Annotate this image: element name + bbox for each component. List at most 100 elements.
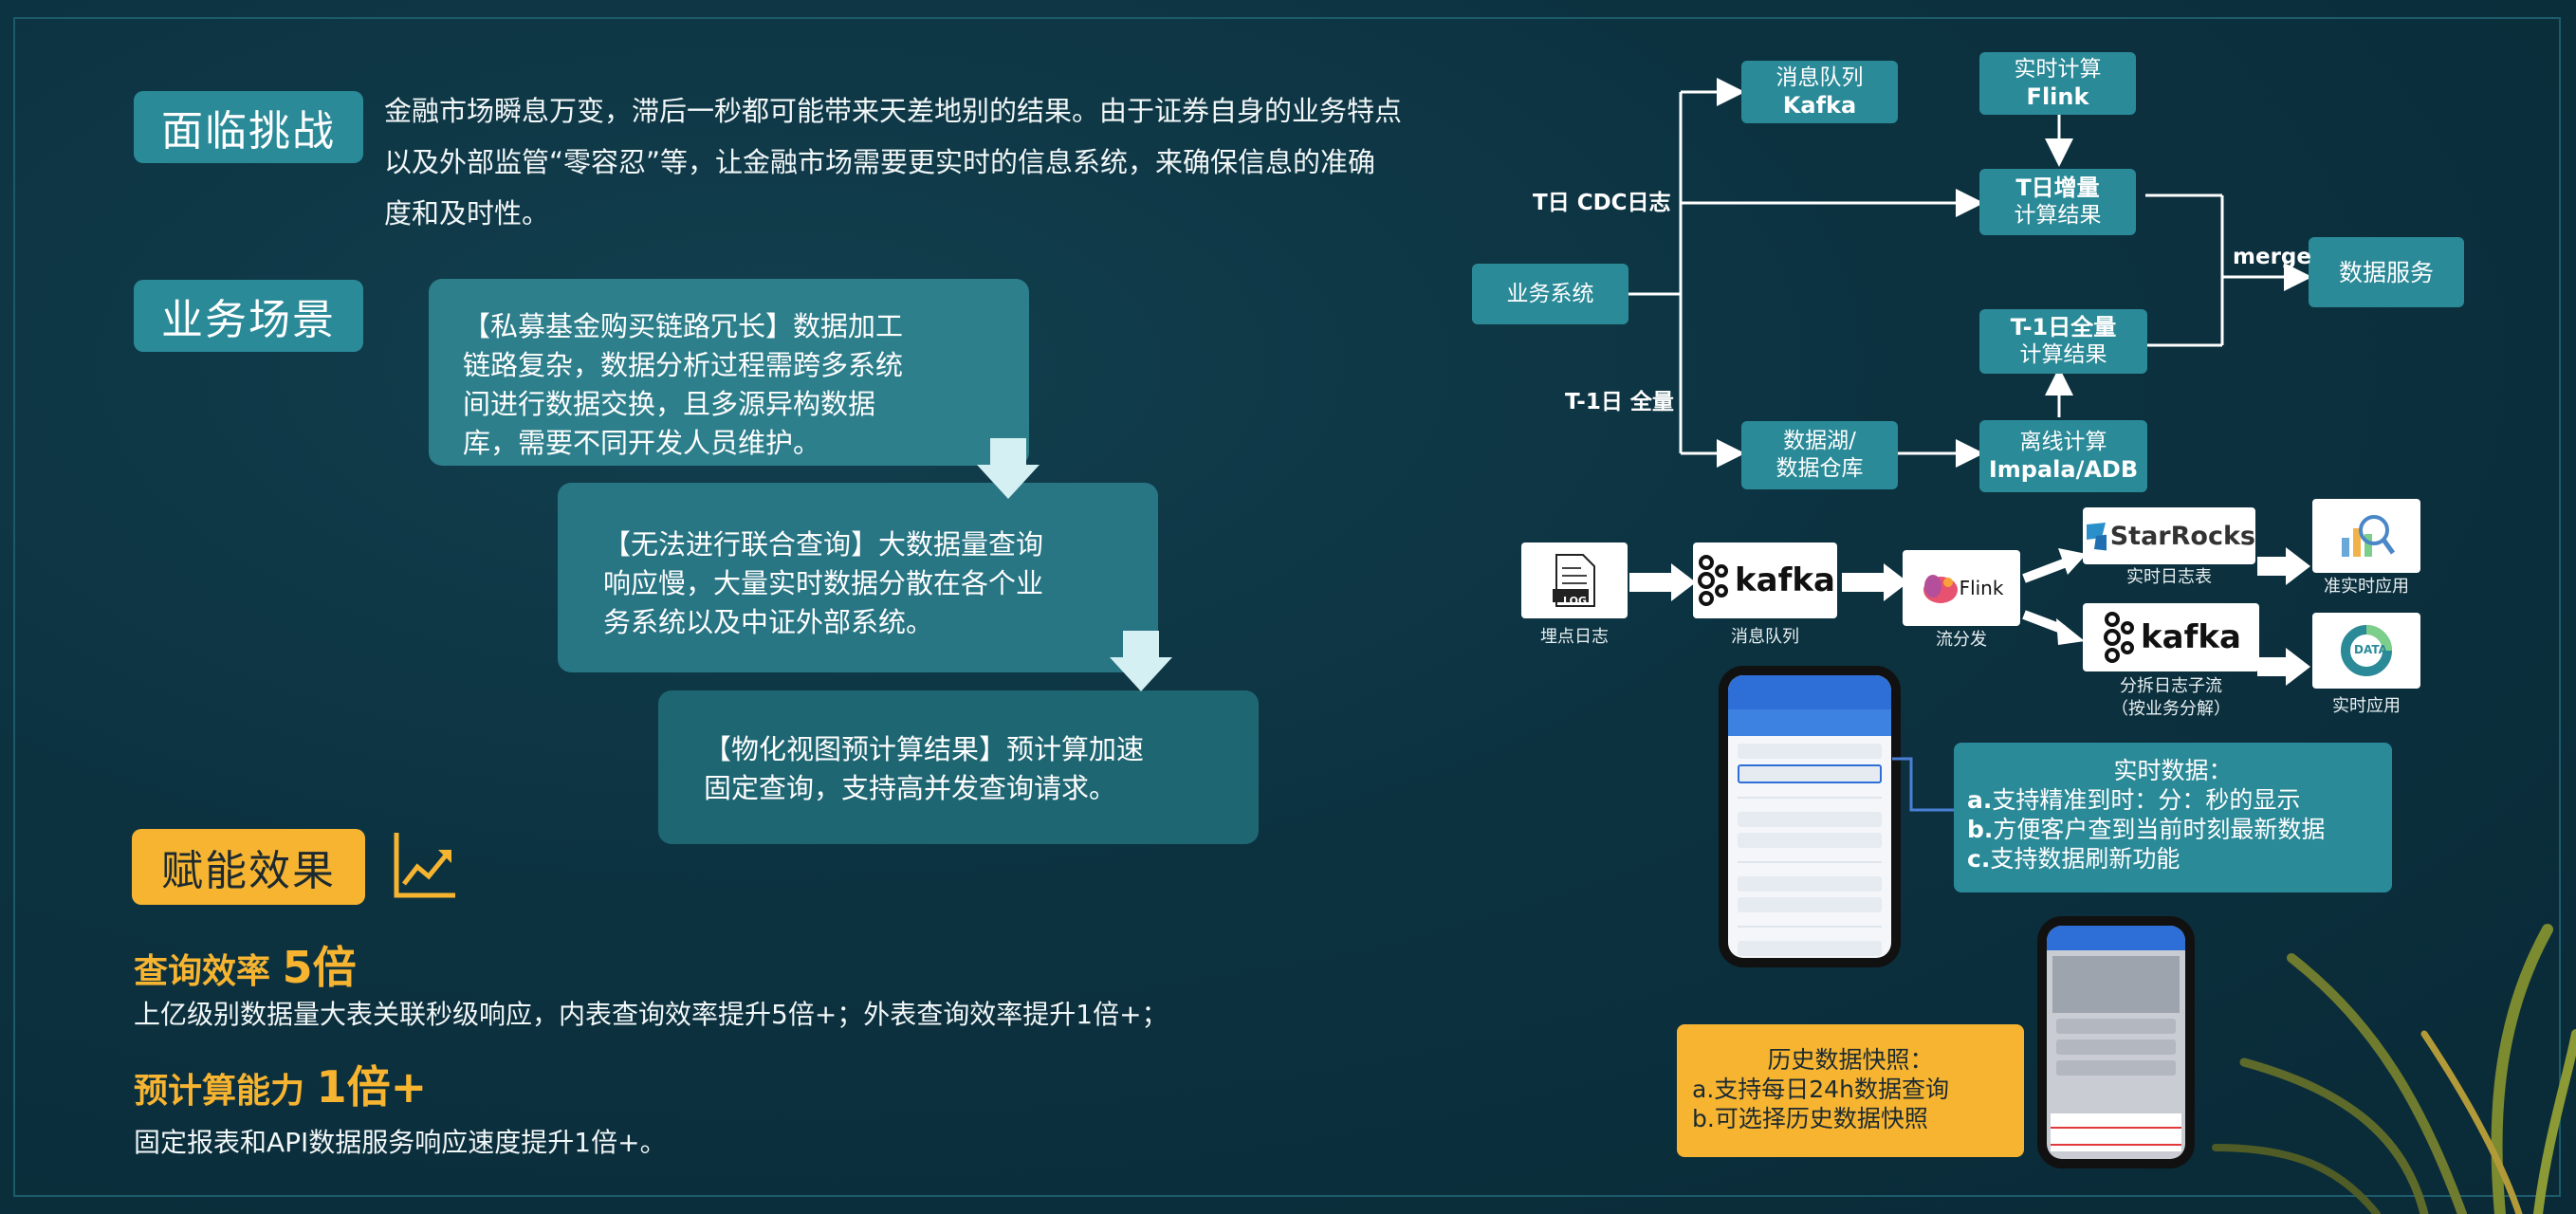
near-realtime-app-caption: 准实时应用: [2324, 577, 2409, 597]
card-line: 链路复杂，数据分析过程需跨多系统: [463, 349, 904, 381]
kafka-logo: kafka: [2083, 603, 2259, 671]
caption-line: （按业务分解）: [2111, 699, 2231, 719]
item-text: 支持每日24h数据查询: [1714, 1076, 1949, 1103]
flink-logo-text: Flink: [1959, 577, 2004, 599]
callout-title: 实时数据：: [2113, 757, 2233, 784]
challenge-text: 金融市场瞬息万变，滞后一秒都可能带来天差地别的结果。由于证券自身的业务特点 以及…: [384, 85, 1446, 239]
edge-label-full: T-1日 全量: [1565, 390, 1674, 414]
node-t1-full: T-1日全量计算结果: [1979, 309, 2147, 374]
edge-label-cdc: T日 CDC日志: [1533, 191, 1671, 215]
effect-tag: 赋能效果: [132, 829, 365, 905]
log-badge: LOG: [1563, 595, 1587, 607]
starrocks-logo-text: StarRocks: [2109, 521, 2255, 551]
flink-logo: Flink: [1903, 550, 2020, 626]
decorative-plant-illustration: [2212, 924, 2576, 1214]
card-line: 【无法进行联合查询】大数据量查询: [603, 528, 1044, 561]
challenge-line: 金融市场瞬息万变，滞后一秒都可能带来天差地别的结果。由于证券自身的业务特点: [384, 95, 1403, 127]
near-realtime-app-logo: [2312, 499, 2420, 573]
card-line: 务系统以及中证外部系统。: [603, 606, 934, 638]
realtime-data-callout: 实时数据： a.支持精准到时：分：秒的显示 b.方便客户查到当前时刻最新数据 c…: [1954, 743, 2392, 892]
starrocks-caption: 实时日志表: [2126, 567, 2212, 587]
node-label-bold: Impala/ADB: [1988, 456, 2139, 483]
kafka-icon: [2104, 612, 2135, 663]
phone-screen-header: [2047, 926, 2185, 950]
scenario-card-2: 【无法进行联合查询】大数据量查询 响应慢，大量实时数据分散在各个业 务系统以及中…: [558, 483, 1158, 672]
callout-item: a.支持每日24h数据查询: [1692, 1075, 2009, 1104]
starrocks-logo: StarRocks: [2083, 507, 2255, 564]
node-data-service: 数据服务: [2309, 237, 2464, 307]
metric-precompute-desc: 固定报表和API数据服务响应速度提升1倍+。: [134, 1127, 667, 1158]
item-text: 支持精准到时：分：秒的显示: [1992, 786, 2301, 814]
callout-item: b.方便客户查到当前时刻最新数据: [1967, 815, 2379, 844]
analytics-magnifier-icon: [2342, 515, 2395, 557]
trend-chart-icon: [394, 833, 455, 898]
metric-value: 5倍: [282, 942, 357, 993]
metric-query-desc: 上亿级别数据量大表关联秒级响应，内表查询效率提升5倍+；外表查询效率提升1倍+；: [134, 999, 1168, 1030]
callout-item: a.支持精准到时：分：秒的显示: [1967, 785, 2379, 815]
down-arrow-icon: [1110, 631, 1172, 691]
item-key: c.: [1967, 845, 1991, 873]
node-label: 数据仓库: [1776, 456, 1864, 481]
item-key: b.: [1967, 816, 1994, 843]
starrocks-icon: [2087, 523, 2107, 551]
item-text: 可选择历史数据快照: [1714, 1105, 1928, 1132]
node-label-bold: T日增量: [2015, 175, 2100, 201]
node-label: 业务系统: [1506, 281, 1594, 306]
node-data-lake: 数据湖/数据仓库: [1741, 421, 1898, 489]
kafka-logo-text: kafka: [2141, 618, 2241, 656]
kafka-split-caption: 分拆日志子流 （按业务分解）: [2083, 675, 2259, 721]
metric-label: 查询效率: [134, 952, 271, 991]
callout-title: 历史数据快照：: [1767, 1046, 1934, 1074]
down-arrow-icon: [977, 438, 1040, 499]
node-label: 消息队列: [1776, 65, 1864, 90]
item-key: a.: [1692, 1076, 1715, 1103]
phone-screen: [1728, 675, 1891, 958]
callout-item: c.支持数据刷新功能: [1967, 844, 2379, 874]
node-label: 实时计算: [2014, 57, 2102, 82]
kafka-icon: [1698, 555, 1729, 606]
scenario-tag: 业务场景: [134, 280, 363, 352]
node-business-system: 业务系统: [1472, 264, 1628, 324]
scenario-card-1: 【私募基金购买链路冗长】数据加工 链路复杂，数据分析过程需跨多系统 间进行数据交…: [429, 279, 1029, 466]
item-key: b.: [1692, 1105, 1715, 1132]
callout-item: b.可选择历史数据快照: [1692, 1104, 2009, 1133]
metric-query-efficiency: 查询效率 5倍: [134, 933, 357, 996]
phone-screen-header: [1728, 675, 1891, 709]
callout-connector: [1892, 757, 1955, 812]
metric-label: 预计算能力: [134, 1072, 305, 1111]
phone-mockup-history: [2037, 916, 2195, 1168]
caption-line: 分拆日志子流: [2120, 676, 2222, 696]
card-line: 【物化视图预计算结果】预计算加速: [704, 733, 1145, 765]
history-snapshot-callout: 历史数据快照： a.支持每日24h数据查询 b.可选择历史数据快照: [1677, 1024, 2024, 1157]
item-key: a.: [1967, 786, 1993, 814]
node-label: 数据服务: [2338, 258, 2434, 286]
node-t-incremental: T日增量计算结果: [1979, 169, 2136, 235]
metric-value: 1倍+: [316, 1061, 428, 1113]
item-text: 方便客户查到当前时刻最新数据: [1993, 816, 2326, 843]
node-label: 计算结果: [2014, 203, 2102, 228]
phone-mockup-realtime: [1719, 666, 1901, 967]
flink-caption: 流分发: [1936, 630, 1987, 650]
realtime-app-caption: 实时应用: [2332, 696, 2401, 716]
metric-precompute: 预计算能力 1倍+: [134, 1053, 427, 1115]
kafka-logo-text: kafka: [1735, 561, 1835, 599]
data-badge: DATA: [2354, 643, 2387, 656]
log-file-icon: [1553, 554, 1595, 607]
edge-label-merge: merge: [2233, 245, 2311, 269]
node-label: 数据湖/: [1783, 429, 1856, 453]
challenge-line: 度和及时性。: [384, 197, 550, 230]
flink-squirrel-icon: [1923, 575, 1958, 603]
log-caption: 埋点日志: [1540, 627, 1609, 647]
card-line: 库，需要不同开发人员维护。: [463, 427, 821, 459]
card-line: 固定查询，支持高并发查询请求。: [704, 772, 1117, 804]
card-line: 响应慢，大量实时数据分散在各个业: [603, 567, 1044, 599]
kafka-caption: 消息队列: [1731, 627, 1799, 647]
node-label-bold: Flink: [2026, 83, 2089, 110]
node-label-bold: T-1日全量: [2010, 314, 2117, 340]
page-frame: [13, 17, 2561, 1197]
